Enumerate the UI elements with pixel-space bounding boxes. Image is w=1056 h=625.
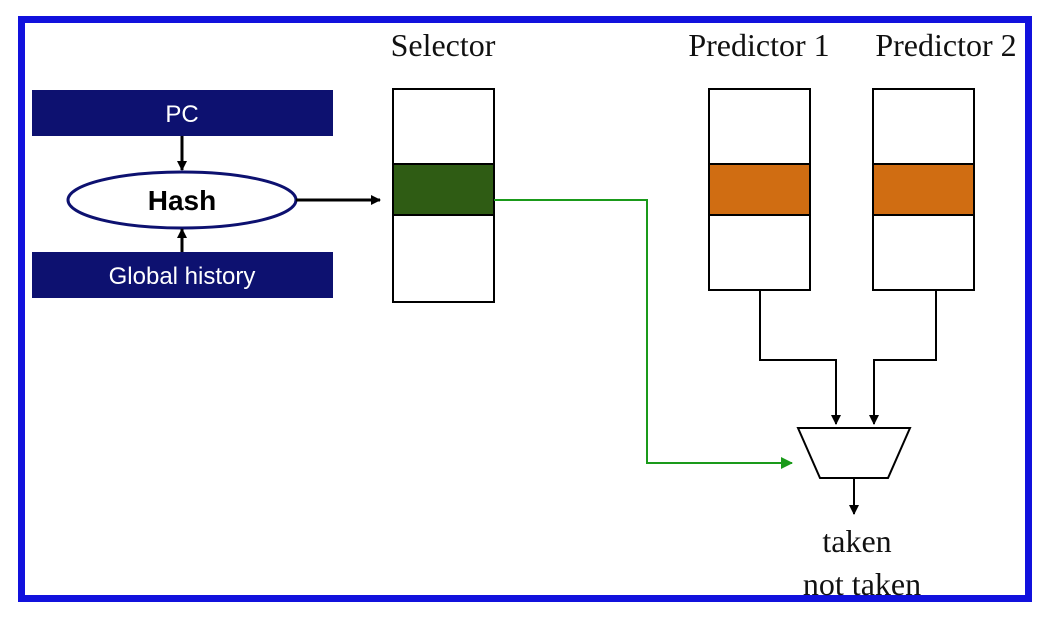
global-history-box	[32, 252, 333, 298]
selector-selected-entry	[392, 163, 495, 216]
predictor2-selected-entry	[872, 163, 975, 216]
selector-to-mux-wire	[494, 199, 793, 469]
selector-title: Selector	[391, 27, 496, 63]
predictor1-selected-entry	[708, 163, 811, 216]
predictor2-to-mux-wire	[869, 290, 937, 425]
pc-label: PC	[165, 101, 198, 128]
predictor1-title: Predictor 1	[688, 27, 829, 63]
not-taken-label: not taken	[803, 566, 921, 602]
predictor1-to-mux-wire	[759, 290, 841, 425]
pc-box	[32, 90, 333, 136]
mux	[796, 427, 912, 479]
taken-label: taken	[822, 523, 891, 559]
hash-label: Hash	[148, 185, 216, 216]
global-history-label: Global history	[109, 263, 256, 290]
predictor2-title: Predictor 2	[875, 27, 1016, 63]
